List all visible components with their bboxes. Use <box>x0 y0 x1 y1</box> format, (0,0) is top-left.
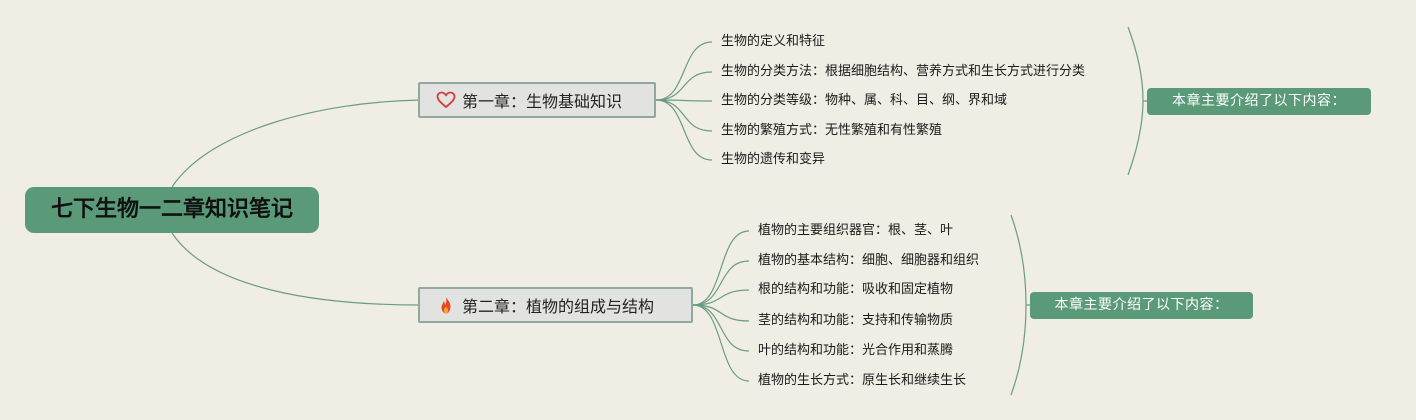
chapter-2-item[interactable]: 植物的生长方式：原生长和继续生长 <box>758 373 967 388</box>
chapter-1-item[interactable]: 生物的定义和特征 <box>721 34 826 49</box>
chapter-1-summary[interactable]: 本章主要介绍了以下内容： <box>1147 88 1371 115</box>
chapter-1-topic[interactable]: 第一章：生物基础知识 <box>418 82 656 118</box>
chapter-2-title: 第二章：植物的组成与结构 <box>462 297 655 316</box>
chapter-2-item[interactable]: 根的结构和功能：吸收和固定植物 <box>758 282 954 297</box>
root-to-chapter2-line <box>171 232 421 306</box>
ch2-branch-4 <box>692 304 750 322</box>
ch1-branch-2 <box>655 71 713 101</box>
chapter-1-item[interactable]: 生物的分类方法：根据细胞结构、营养方式和生长方式进行分类 <box>721 64 1086 79</box>
chapter-2-summary[interactable]: 本章主要介绍了以下内容： <box>1030 292 1253 319</box>
root-to-chapter1-line <box>171 99 421 188</box>
ch1-branch-3 <box>655 99 713 102</box>
chapter-1-item[interactable]: 生物的繁殖方式：无性繁殖和有性繁殖 <box>721 123 943 138</box>
chapter-1-title: 第一章：生物基础知识 <box>462 92 623 111</box>
chapter-2-item[interactable]: 植物的主要组织器官：根、茎、叶 <box>758 223 954 238</box>
ch2-branch-5 <box>692 304 750 352</box>
chapter-2-item[interactable]: 植物的基本结构：细胞、细胞器和组织 <box>758 253 980 268</box>
ch1-branch-4 <box>655 99 713 132</box>
ch2-branch-3 <box>692 289 750 306</box>
chapter-1-item[interactable]: 生物的分类等级：物种、属、科、目、纲、界和域 <box>721 93 1008 108</box>
chapter-1-item[interactable]: 生物的遗传和变异 <box>721 152 826 167</box>
ch1-branch-5 <box>655 99 713 161</box>
heart-outline-icon <box>436 90 456 110</box>
ch2-summary-bracket <box>1010 214 1027 396</box>
ch2-branch-1 <box>692 230 750 306</box>
fire-icon <box>436 295 456 315</box>
ch1-summary-bracket <box>1127 26 1144 176</box>
chapter-2-item[interactable]: 茎的结构和功能：支持和传输物质 <box>758 313 954 328</box>
ch2-branch-6 <box>692 304 750 382</box>
chapter-2-topic[interactable]: 第二章：植物的组成与结构 <box>418 287 693 323</box>
ch2-branch-2 <box>692 260 750 306</box>
root-topic[interactable]: 七下生物一二章知识笔记 <box>25 187 319 233</box>
chapter-2-item[interactable]: 叶的结构和功能：光合作用和蒸腾 <box>758 343 954 358</box>
ch1-branch-1 <box>655 41 713 101</box>
